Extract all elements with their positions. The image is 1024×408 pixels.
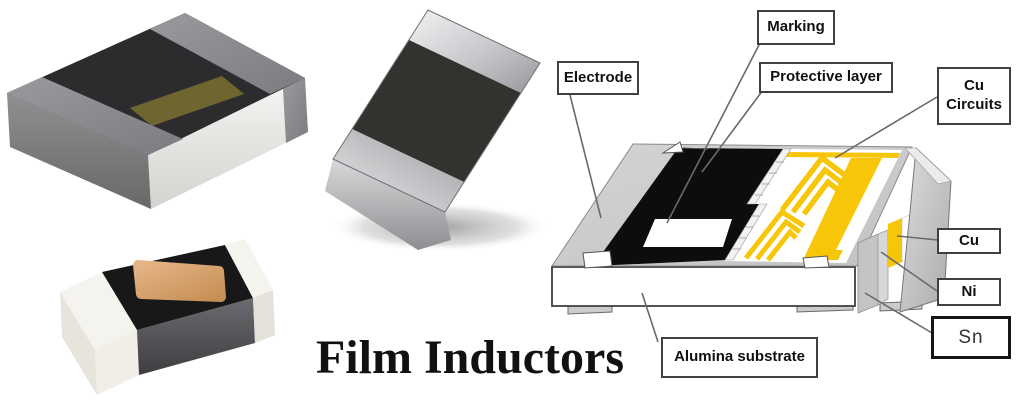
label-alumina-substrate: Alumina substrate <box>661 337 818 378</box>
cu-layer <box>888 218 902 268</box>
protective-layer-shape <box>593 148 792 266</box>
chip1-olive-marking <box>130 76 244 126</box>
line-alumina <box>641 292 659 343</box>
connector-lines <box>569 44 939 343</box>
cu-meander-upper <box>779 154 848 216</box>
label-sn: Sn <box>931 316 1011 359</box>
cu-meander-lower <box>744 208 806 262</box>
label-cu-circuits: Cu Circuits <box>937 67 1011 125</box>
chip3-tan-marking <box>133 260 226 302</box>
figure-title: Film Inductors <box>315 331 624 384</box>
chip1-body <box>7 13 308 209</box>
line-electrode <box>569 94 602 219</box>
outer-terminal-bevel <box>904 147 952 185</box>
protective-cut-face-upper <box>746 148 792 205</box>
line-ni <box>880 251 938 292</box>
line-marking <box>666 44 760 224</box>
termination-stack <box>857 146 952 314</box>
alumina-substrate-face <box>551 266 856 307</box>
chip2-bottom-edge <box>325 159 451 250</box>
chip-photo-bottom-left <box>60 239 275 395</box>
label-electrode: Electrode <box>557 61 639 95</box>
label-ni: Ni <box>937 278 1001 306</box>
chip3-left-front-face <box>95 330 139 395</box>
sn-layer <box>857 233 879 314</box>
chip2-outline <box>332 9 541 213</box>
label-marking: Marking <box>757 10 835 45</box>
line-protective <box>701 89 764 173</box>
line-cu-circuits <box>834 96 938 159</box>
label-protective-layer: Protective layer <box>759 62 893 93</box>
ni-layer <box>877 229 889 306</box>
chip3-left-terminal-top <box>60 272 137 350</box>
line-sn <box>864 292 933 334</box>
marking-window <box>643 219 732 247</box>
line-cu <box>896 235 939 241</box>
label-cu: Cu <box>937 228 1001 254</box>
cu-coil-band <box>803 158 882 260</box>
chip3-body <box>60 239 275 395</box>
diagram-detail-notches <box>582 141 830 269</box>
chip2-body <box>325 9 550 252</box>
chip1-side-face <box>148 78 308 209</box>
chip3-right-terminal-side <box>253 290 275 343</box>
protective-cut-face-lower <box>724 203 768 261</box>
chip2-lower-terminal <box>333 129 464 212</box>
chip1-left-terminal-top <box>7 77 183 155</box>
chip1-right-terminal-wrap <box>283 78 308 143</box>
chip3-right-terminal-top <box>225 239 273 298</box>
chip3-front-face <box>137 298 255 375</box>
chip-photo-top-middle <box>325 9 550 252</box>
cut-hatching <box>733 161 784 250</box>
inductor-structure-diagram <box>551 44 952 343</box>
chip3-left-side-face <box>60 292 97 395</box>
chip1-left-terminal-face <box>7 93 151 209</box>
chip-photo-top-left <box>7 13 308 209</box>
chip2-upper-terminal <box>409 10 540 93</box>
chip1-right-terminal-top <box>150 13 305 94</box>
chip2-top-face <box>352 40 521 182</box>
